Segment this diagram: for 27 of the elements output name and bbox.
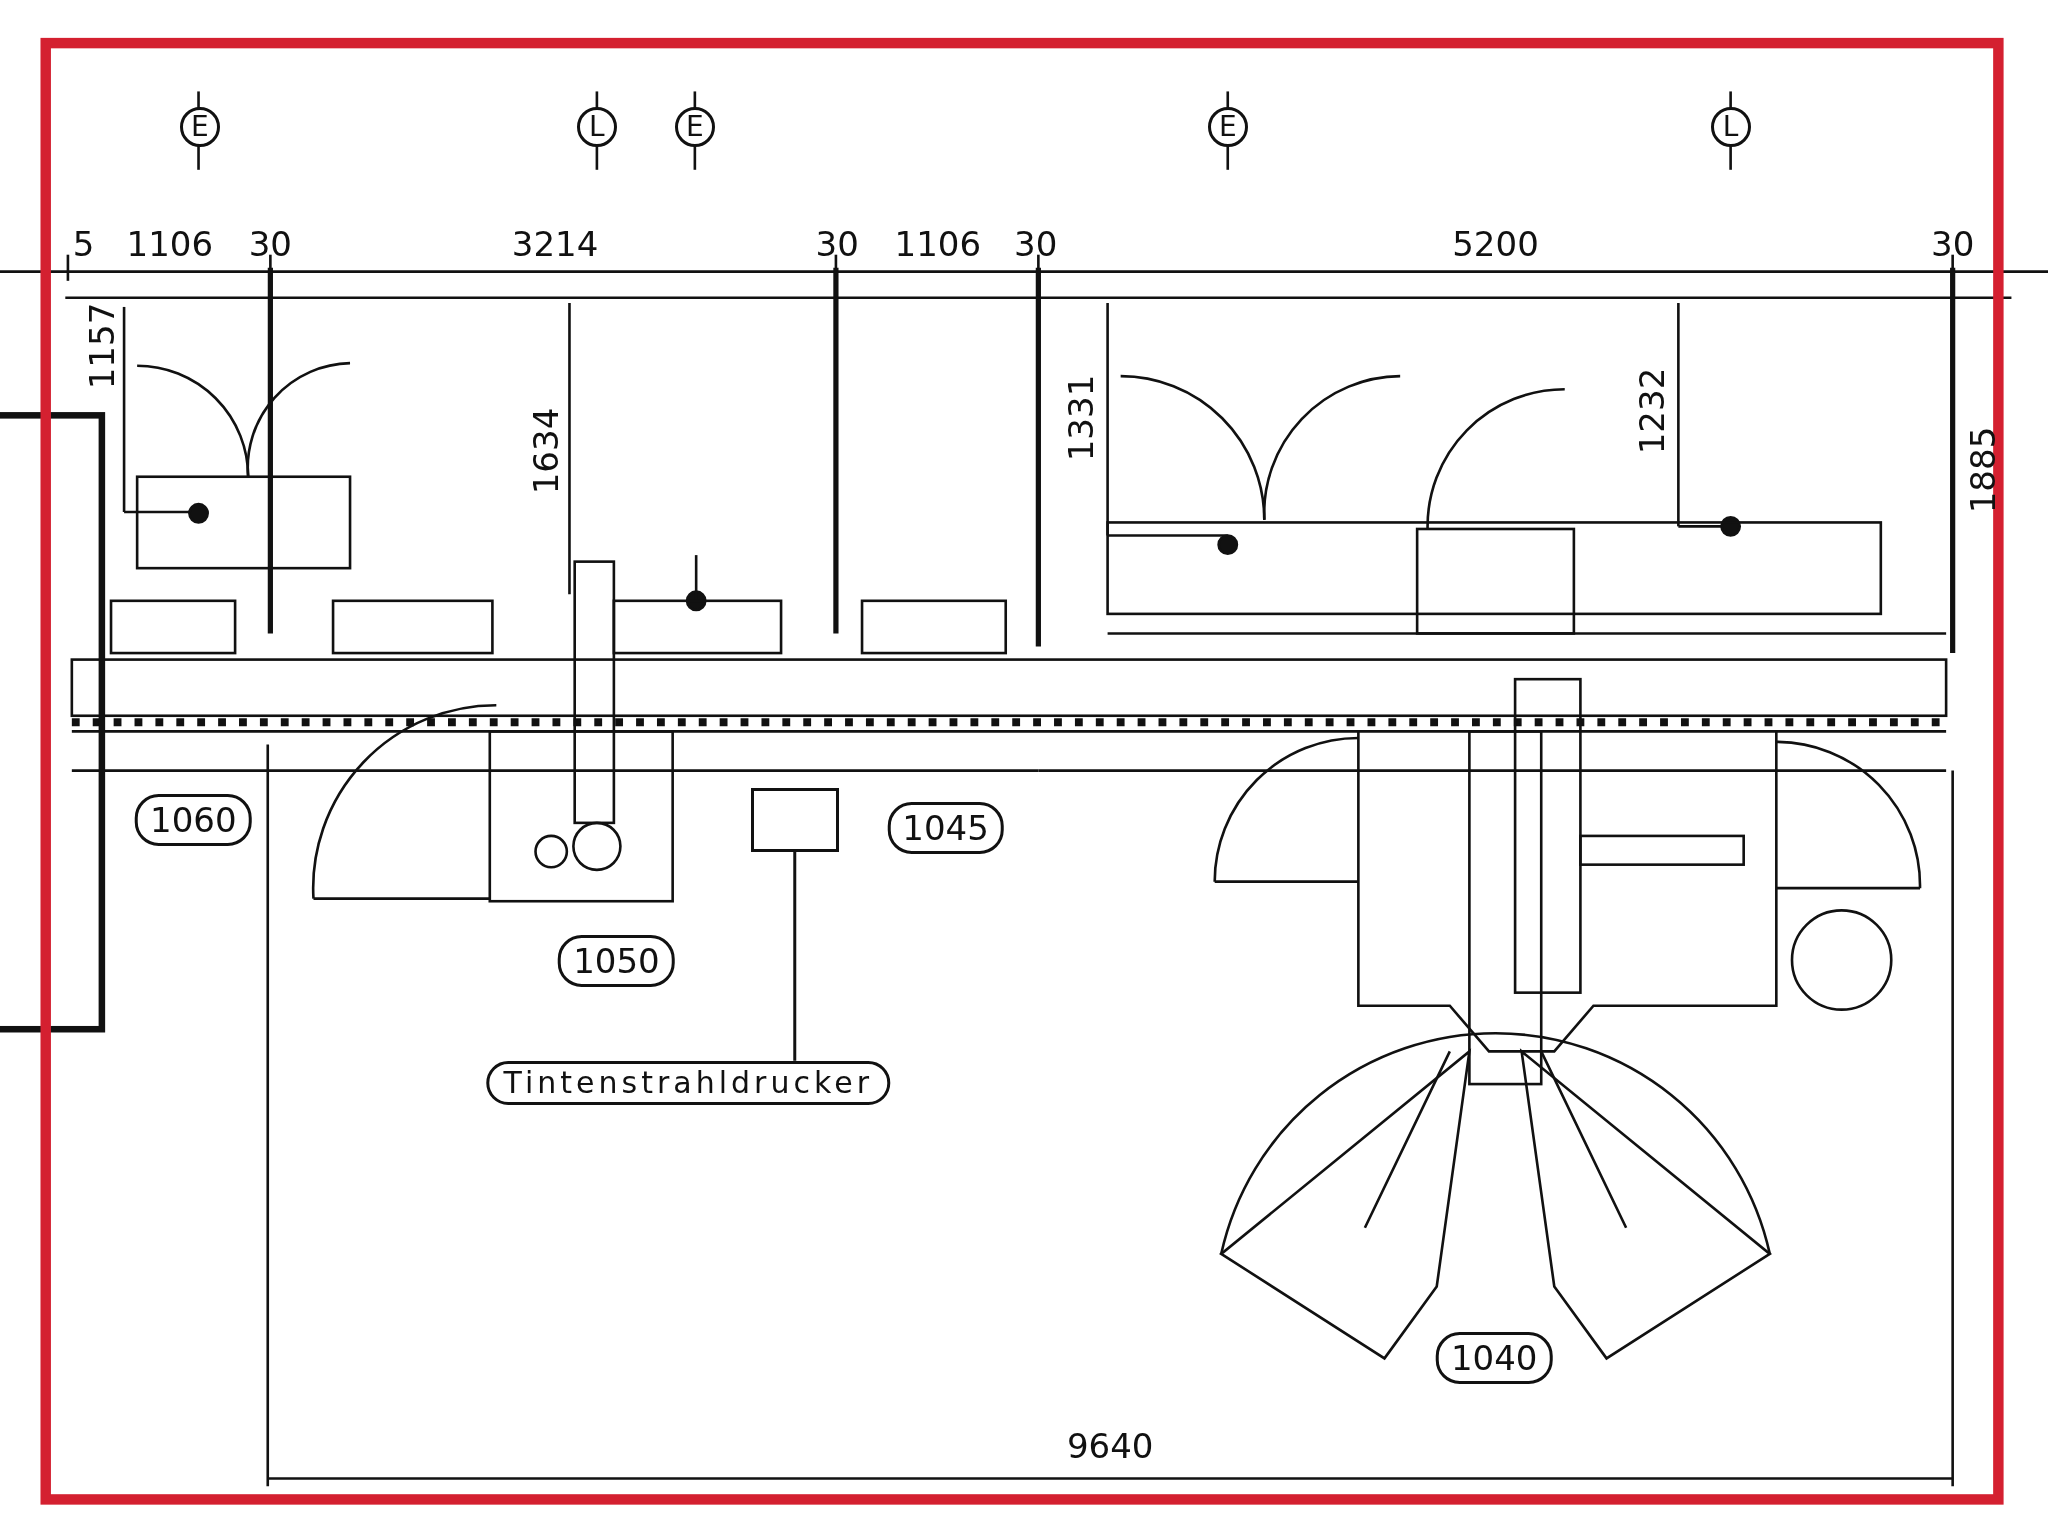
callout-number: 1050: [558, 935, 675, 988]
grid-marker: E: [1207, 106, 1248, 147]
dimension-value: 1157: [84, 302, 119, 390]
dimension-value: 5200: [1452, 227, 1539, 262]
dimension-value: 30: [1931, 227, 1975, 262]
dimension-value: 30: [248, 227, 292, 262]
dimension-value: 9640: [1066, 1428, 1154, 1463]
dimension-value: 5: [72, 227, 95, 262]
leader-line: [793, 851, 797, 1061]
grid-marker: L: [576, 106, 617, 147]
callout-number: 1045: [887, 802, 1004, 855]
printer-box: [751, 787, 839, 852]
dimension-value: 1106: [894, 227, 982, 262]
dimension-value: 1106: [126, 227, 214, 262]
dimension-value: 1331: [1064, 374, 1099, 462]
dimension-value: 1634: [528, 407, 563, 494]
dimension-value: 30: [1014, 227, 1058, 262]
dimension-value: 1232: [1635, 368, 1670, 455]
dimension-value: 30: [815, 227, 859, 262]
dimension-value: 1885: [1965, 426, 2000, 514]
callout-number: 1060: [135, 794, 252, 847]
grid-marker: L: [1710, 106, 1751, 147]
dimension-value: 3214: [511, 227, 599, 262]
callout-label: Tintenstrahldrucker: [486, 1060, 891, 1105]
grid-marker: E: [674, 106, 715, 147]
grid-marker: E: [179, 106, 220, 147]
callout-number: 1040: [1435, 1332, 1553, 1385]
